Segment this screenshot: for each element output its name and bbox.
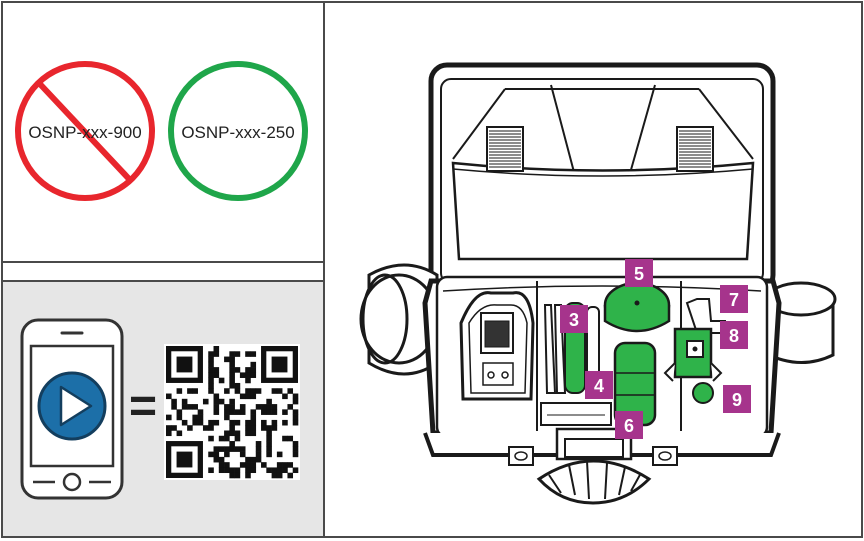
callout-8: 8 — [720, 321, 748, 349]
video-link-graphic: = — [3, 282, 323, 536]
case-illustration: 3 4 5 6 7 8 9 — [325, 3, 861, 536]
camera-unit-tool — [461, 293, 533, 399]
callout-8-label: 8 — [729, 326, 739, 346]
variant-circles: OSNP-xxx-900 OSNP-xxx-250 — [3, 3, 323, 261]
callout-9: 9 — [723, 385, 751, 413]
callout-5-label: 5 — [634, 264, 644, 284]
valid-variant-label: OSNP-xxx-250 — [181, 123, 294, 142]
callout-7-label: 7 — [729, 290, 739, 310]
callout-6-label: 6 — [624, 416, 634, 436]
callout-4-label: 4 — [594, 376, 604, 396]
case-lid — [431, 65, 773, 291]
panel-divider — [1, 263, 325, 280]
variant-panel: OSNP-xxx-900 OSNP-xxx-250 — [1, 1, 325, 263]
invalid-variant-label: OSNP-xxx-900 — [28, 123, 141, 142]
qr-code-icon[interactable] — [164, 344, 300, 480]
callout-9-label: 9 — [732, 390, 742, 410]
equals-sign: = — [129, 380, 157, 433]
video-panel: = — [1, 280, 325, 538]
callout-5: 5 — [625, 259, 653, 287]
callout-6: 6 — [615, 411, 643, 439]
callout-3: 3 — [560, 305, 588, 333]
case-panel: 3 4 5 6 7 8 9 — [323, 1, 863, 538]
callout-7: 7 — [720, 285, 748, 313]
callout-4: 4 — [585, 371, 613, 399]
smartphone-play-icon — [22, 320, 122, 498]
callout-3-label: 3 — [569, 310, 579, 330]
